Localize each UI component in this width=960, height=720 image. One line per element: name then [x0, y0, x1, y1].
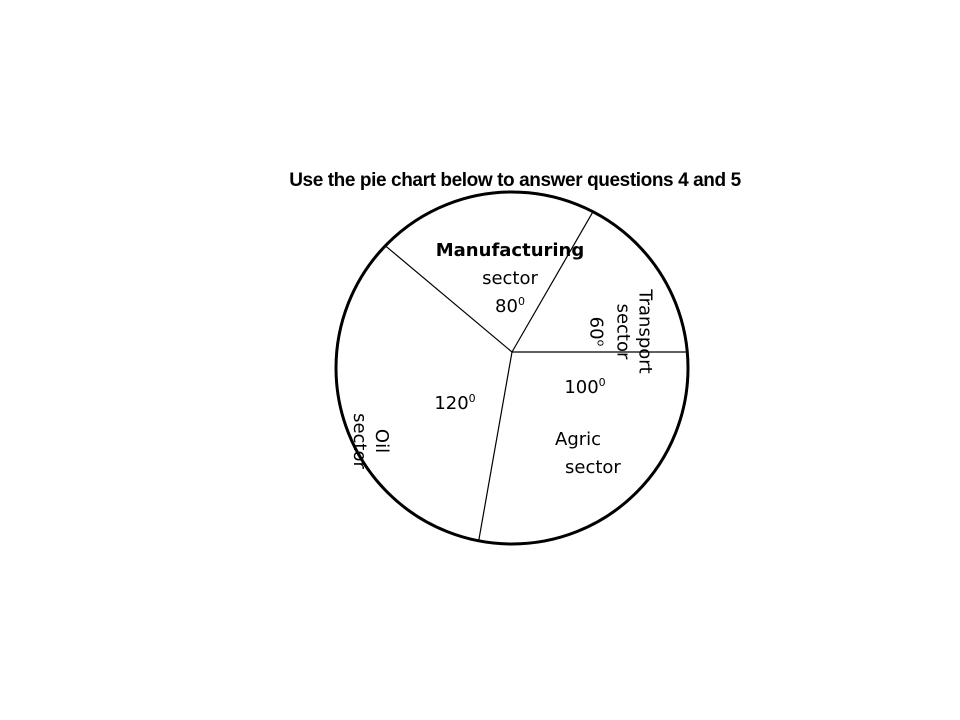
slice-boundary-1 [478, 351, 513, 541]
oil-degrees-label: 1200 [420, 390, 490, 418]
manufacturing-name-line2: sector [482, 268, 538, 289]
transport-name-line2: sector [612, 303, 634, 360]
manufacturing-name-line1: Manufacturing [435, 240, 585, 261]
oil-name-line2: sector [349, 413, 370, 469]
agric-degrees: 100 [564, 377, 599, 398]
manufacturing-label: Manufacturing sector 800 [425, 237, 595, 321]
oil-name-line1: Oil [371, 428, 392, 454]
agric-degrees-label: 1000 [545, 374, 625, 402]
agric-name-line2: sector [565, 457, 621, 478]
oil-label: Oil sector [348, 401, 392, 481]
oil-degrees: 120 [434, 393, 469, 414]
transport-degree-sup: o [594, 339, 608, 347]
agric-name-line1: Agric [555, 429, 602, 450]
slice-boundary-2 [385, 245, 513, 353]
transport-degrees: 60 [585, 316, 607, 340]
chart-heading: Use the pie chart below to answer questi… [289, 170, 741, 191]
agric-label: Agric sector [555, 426, 645, 482]
slice-boundary-3 [511, 211, 594, 353]
transport-name-line1: Transport [634, 289, 656, 374]
pie-outline [334, 190, 690, 546]
manufacturing-degrees: 80 [495, 296, 518, 317]
oil-degree-sup: 0 [468, 392, 476, 405]
manufacturing-degree-sup: 0 [517, 295, 525, 308]
agric-degree-sup: 0 [598, 376, 606, 389]
